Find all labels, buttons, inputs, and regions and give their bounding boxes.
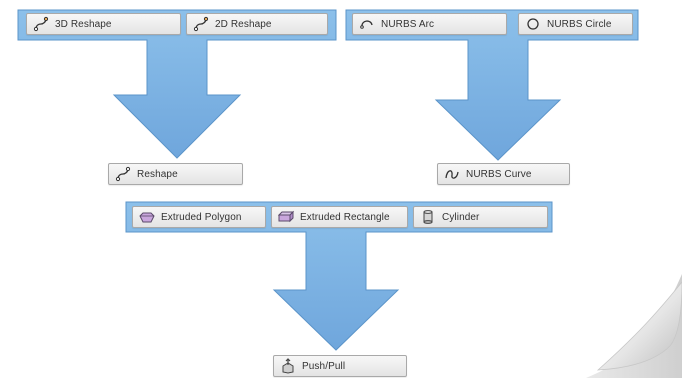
reshape-2d-icon (193, 16, 209, 32)
tool-3d-reshape-label: 3D Reshape (55, 18, 112, 30)
extruded-polygon-icon (139, 209, 155, 225)
tool-nurbs-curve-label: NURBS Curve (466, 168, 532, 180)
tool-2d-reshape-label: 2D Reshape (215, 18, 272, 30)
page-curl-decoration (586, 274, 682, 378)
tool-extruded-polygon-button[interactable]: Extruded Polygon (132, 206, 266, 228)
extruded-rectangle-icon (278, 209, 294, 225)
tool-cylinder-button[interactable]: Cylinder (413, 206, 548, 228)
tool-nurbs-curve-button[interactable]: NURBS Curve (437, 163, 570, 185)
tool-cylinder-label: Cylinder (442, 211, 480, 223)
cylinder-icon (420, 209, 436, 225)
tool-nurbs-circle-button[interactable]: NURBS Circle (518, 13, 633, 35)
nurbs-circle-icon (525, 16, 541, 32)
nurbs-curve-icon (444, 166, 460, 182)
arrow-nurbs-merge (345, 9, 639, 161)
tool-extruded-polygon-label: Extruded Polygon (161, 211, 242, 223)
tool-extruded-rectangle-label: Extruded Rectangle (300, 211, 390, 223)
tool-nurbs-arc-button[interactable]: NURBS Arc (352, 13, 507, 35)
reshape-icon (115, 166, 131, 182)
push-pull-icon (280, 358, 296, 374)
tool-2d-reshape-button[interactable]: 2D Reshape (186, 13, 328, 35)
tool-push-pull-label: Push/Pull (302, 360, 346, 372)
tool-push-pull-button[interactable]: Push/Pull (273, 355, 407, 377)
arrow-reshape-merge (17, 9, 337, 159)
tool-nurbs-circle-label: NURBS Circle (547, 18, 612, 30)
tool-nurbs-arc-label: NURBS Arc (381, 18, 435, 30)
tool-reshape-label: Reshape (137, 168, 178, 180)
reshape-3d-icon (33, 16, 49, 32)
tool-reshape-button[interactable]: Reshape (108, 163, 243, 185)
tool-extruded-rectangle-button[interactable]: Extruded Rectangle (271, 206, 408, 228)
nurbs-arc-icon (359, 16, 375, 32)
tool-3d-reshape-button[interactable]: 3D Reshape (26, 13, 181, 35)
arrow-pushpull-merge (125, 201, 553, 351)
